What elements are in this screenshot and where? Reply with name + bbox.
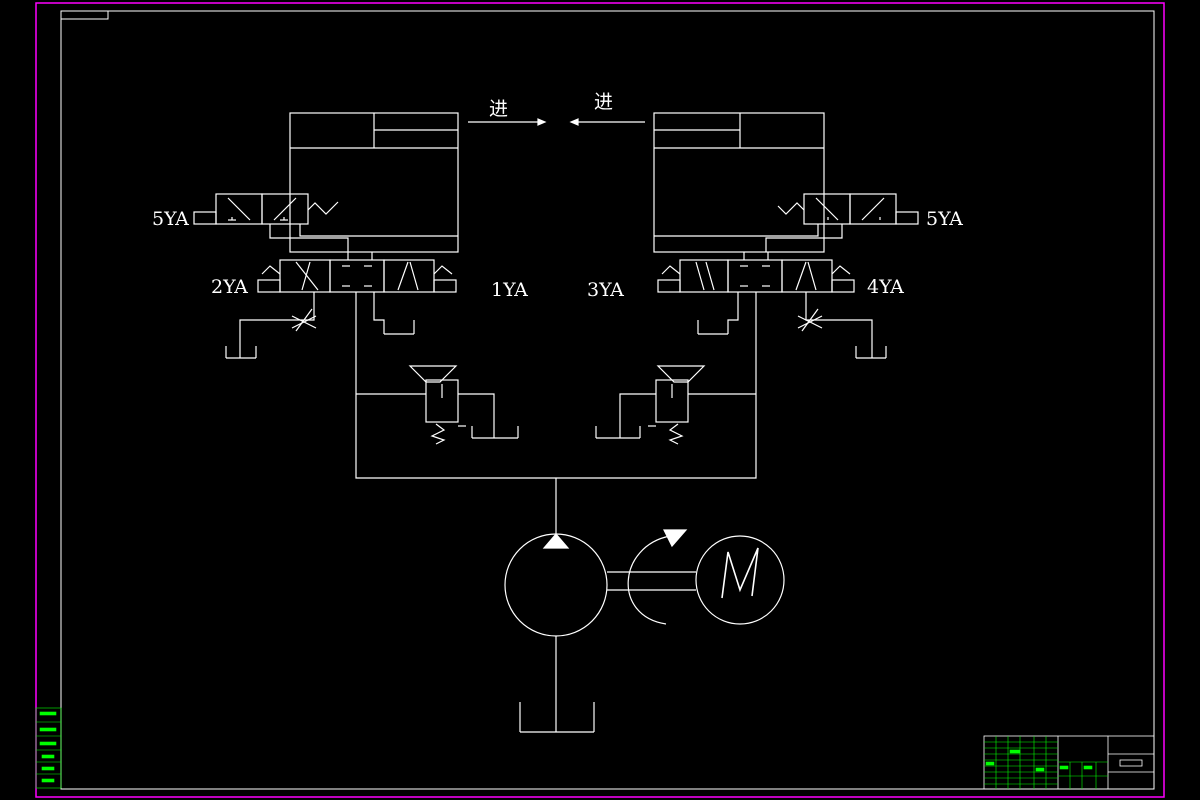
solenoid-label-1ya: 1YA — [491, 279, 528, 301]
valve-5ya-left — [193, 193, 458, 252]
feed-arrow-left — [468, 118, 547, 126]
relief-valve-left — [356, 365, 519, 445]
shaft-coupling — [607, 529, 696, 625]
solenoid-label-5ya-right: 5YA — [926, 208, 963, 230]
drawing-frame — [35, 2, 1165, 798]
solenoid-label-3ya: 3YA — [587, 279, 624, 301]
solenoid-label-4ya: 4YA — [867, 276, 904, 298]
title-block — [983, 735, 1155, 790]
left-cylinder — [289, 112, 459, 253]
feed-label-right: 进 — [594, 91, 614, 113]
title-block-grid — [984, 736, 1108, 789]
valve-5ya-right — [654, 193, 919, 252]
feed-label-left: 进 — [489, 98, 509, 120]
side-stamp-block — [35, 707, 62, 789]
valve-2ya-1ya — [225, 252, 457, 394]
relief-valve-right — [595, 365, 756, 445]
main-pressure-line — [355, 394, 757, 534]
valve-3ya-4ya — [657, 252, 887, 394]
feed-arrow-right — [569, 118, 645, 126]
solenoid-label-2ya: 2YA — [211, 276, 248, 298]
electric-motor — [695, 535, 785, 625]
solenoid-label-5ya-left: 5YA — [152, 208, 189, 230]
pump — [504, 533, 608, 733]
right-cylinder — [653, 112, 825, 253]
